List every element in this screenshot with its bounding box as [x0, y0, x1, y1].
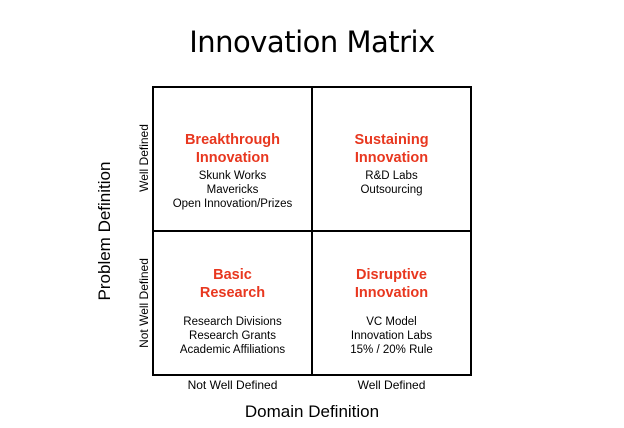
quadrant-title-line: Disruptive — [356, 267, 427, 283]
quadrant-title-line: Basic — [213, 267, 252, 283]
quadrant-item-list: R&D Labs Outsourcing — [313, 169, 470, 197]
quadrant-item-list: Research Divisions Research Grants Acade… — [154, 315, 311, 357]
quadrant-item: Research Grants — [189, 330, 276, 342]
quadrant-item: Mavericks — [206, 184, 259, 196]
quadrant-item: Academic Affiliations — [179, 344, 286, 356]
quadrant-title-line: Sustaining — [354, 132, 429, 148]
quadrant-item: VC Model — [366, 316, 417, 328]
y-axis-label-well-defined: Well Defined — [137, 124, 151, 192]
quadrant-item: R&D Labs — [365, 170, 418, 182]
quadrant-item: Skunk Works — [198, 170, 267, 182]
quadrant-title-line: Research — [199, 285, 266, 301]
quadrant-item: 15% / 20% Rule — [350, 344, 433, 356]
quadrant-item: Research Divisions — [183, 316, 282, 328]
quadrant-sustaining-innovation: Sustaining Innovation R&D Labs Outsourci… — [313, 131, 470, 197]
quadrant-disruptive-innovation: Disruptive Innovation VC Model Innovatio… — [313, 266, 470, 357]
quadrant-breakthrough-innovation: Breakthrough Innovation Skunk Works Mave… — [154, 131, 311, 211]
quadrant-item-list: VC Model Innovation Labs 15% / 20% Rule — [313, 315, 470, 357]
quadrant-item: Open Innovation/Prizes — [172, 198, 293, 210]
quadrant-title-line: Innovation — [354, 150, 429, 166]
y-axis-title: Problem Definition — [95, 161, 114, 301]
quadrant-item: Outsourcing — [360, 184, 423, 196]
quadrant-basic-research: Basic Research Research Divisions Resear… — [154, 266, 311, 357]
quadrant-item: Innovation Labs — [350, 330, 433, 342]
x-axis-title: Domain Definition — [244, 402, 380, 421]
y-axis-label-not-well-defined: Not Well Defined — [137, 258, 151, 348]
quadrant-title-line: Innovation — [195, 150, 270, 166]
quadrant-title-line: Innovation — [354, 285, 429, 301]
page-title: Innovation Matrix — [189, 25, 435, 59]
x-axis-label-not-well-defined: Not Well Defined — [187, 378, 278, 392]
matrix-horizontal-divider — [152, 230, 472, 232]
x-axis-label-well-defined: Well Defined — [357, 378, 426, 392]
quadrant-title-line: Breakthrough — [184, 132, 281, 148]
quadrant-item-list: Skunk Works Mavericks Open Innovation/Pr… — [154, 169, 311, 211]
